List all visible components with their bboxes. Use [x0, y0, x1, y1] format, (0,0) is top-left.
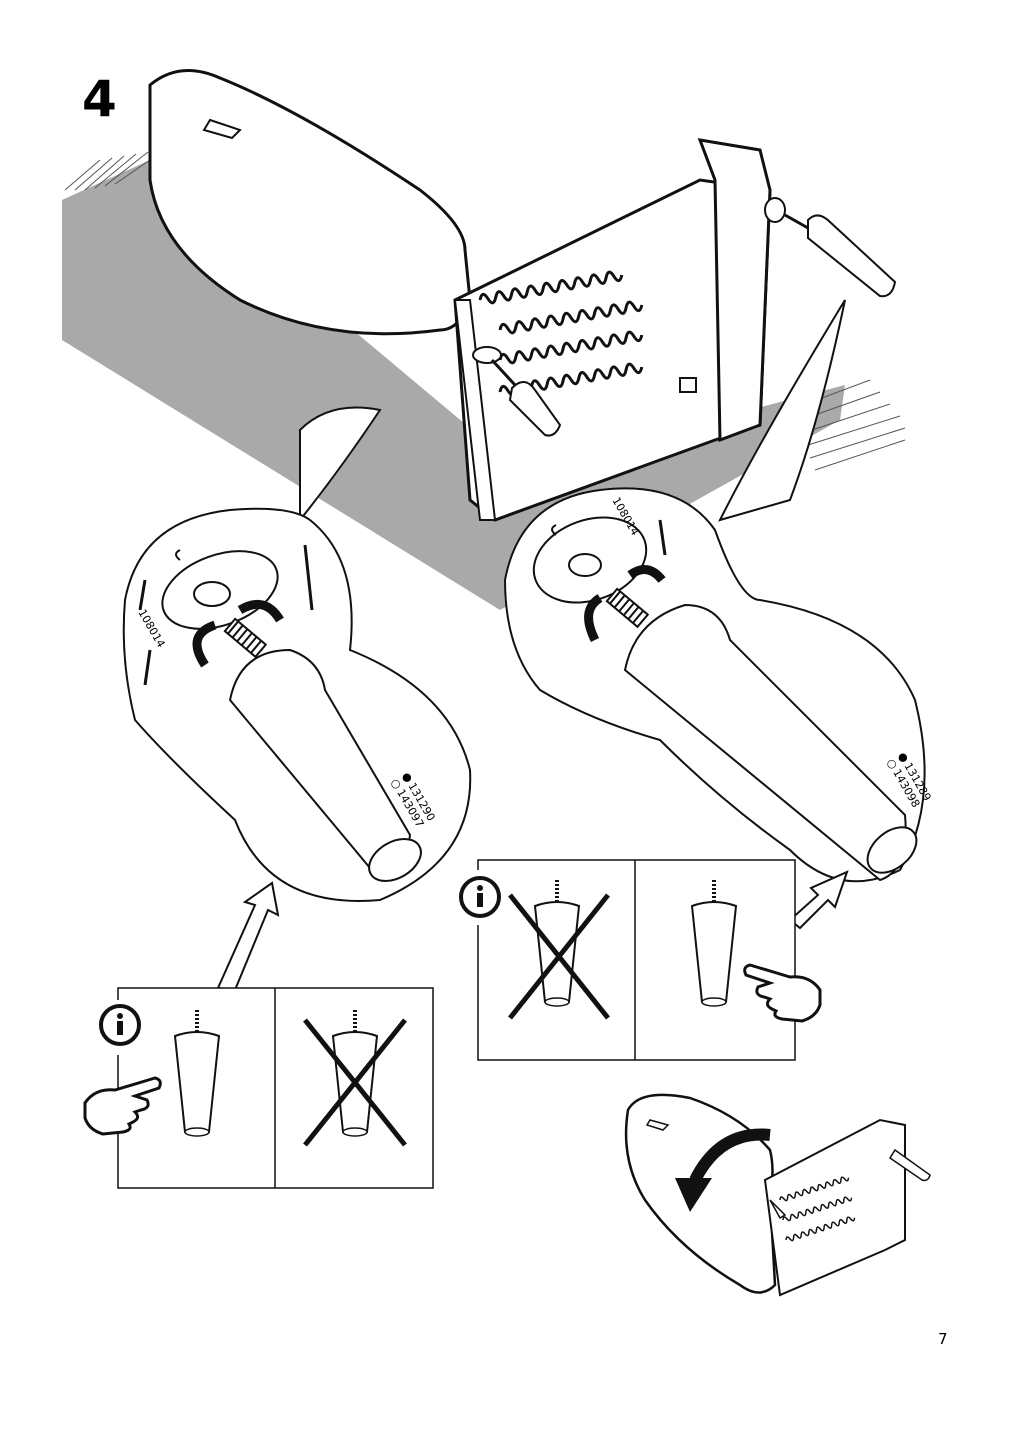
leg-back-right — [764, 197, 897, 298]
rotate-arrow-icon — [675, 1128, 771, 1212]
turn-over-illustration — [624, 1093, 931, 1297]
detail-bubble-left: 108014 ● 131290 ○ 143097 — [122, 406, 472, 902]
page-number: 7 — [938, 1330, 948, 1348]
arrow-up-left — [216, 881, 280, 992]
cross-icon — [303, 1018, 407, 1147]
leg-front-left — [472, 346, 562, 437]
cross-icon — [508, 893, 610, 1020]
pointing-hand-icon — [743, 963, 822, 1023]
info-icon — [99, 1004, 141, 1046]
detail-bubble-right: 108014 ● 131289 ○ 143098 — [503, 299, 934, 883]
arrow-up-right — [788, 870, 849, 930]
info-panel-right — [450, 859, 822, 1061]
pointing-hand-icon — [83, 1076, 162, 1136]
info-icon — [459, 876, 501, 918]
chair-base-frame — [453, 138, 772, 522]
step-number: 4 — [82, 70, 117, 128]
info-panel-left — [83, 987, 434, 1189]
